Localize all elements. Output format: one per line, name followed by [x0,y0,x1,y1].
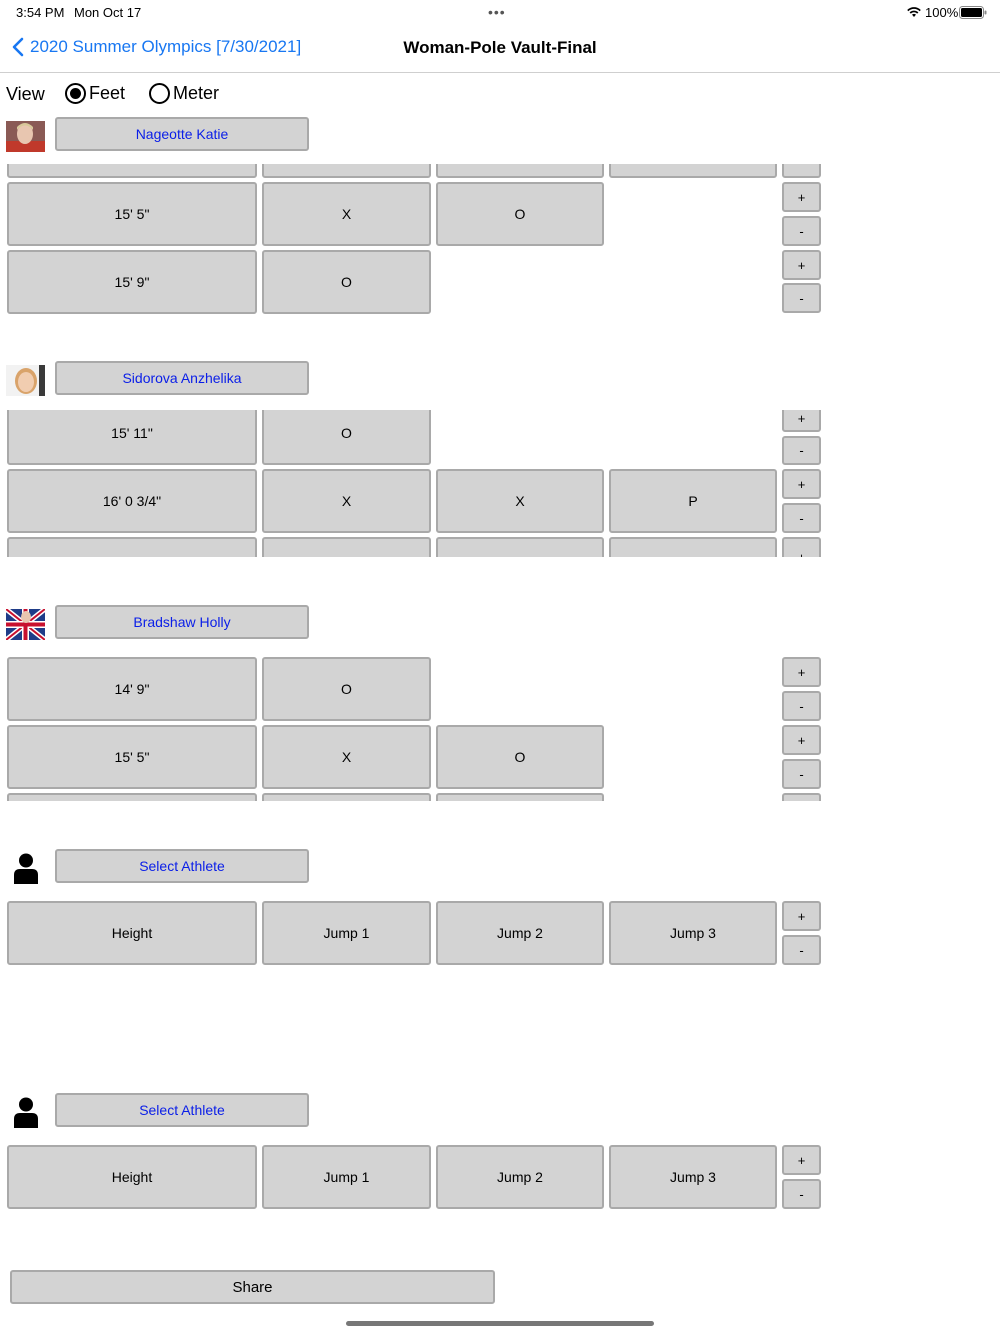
jump-cell[interactable] [436,793,604,801]
jump-1-cell[interactable]: X [262,725,431,789]
jump-1-header[interactable]: Jump 1 [262,1145,431,1209]
battery-percent: 100% [925,5,959,20]
plus-button[interactable]: + [782,182,821,212]
plus-button[interactable]: + [782,410,821,432]
height-cell[interactable] [7,537,257,557]
jump-2-cell[interactable]: X [436,469,604,533]
minus-button[interactable]: - [782,935,821,965]
jump-cell[interactable] [262,537,431,557]
jump-2-cell[interactable]: O [436,725,604,789]
status-time: 3:54 PM [16,5,65,20]
select-athlete-button[interactable]: Select Athlete [55,849,309,883]
minus-button[interactable] [782,164,821,178]
height-cell[interactable]: 14' 9" [7,657,257,721]
athlete-button-sidorova[interactable]: Sidorova Anzhelika [55,361,309,395]
minus-button[interactable]: - [782,436,821,465]
chevron-left-icon [12,37,24,57]
height-cell[interactable]: 15' 5" [7,182,257,246]
jump-2-header[interactable]: Jump 2 [436,1145,604,1209]
plus-button[interactable]: + [782,657,821,687]
attempts-list-sidorova[interactable]: 15' 11" O + - 16' 0 3/4" X X P + - + [0,410,830,557]
jump-1-cell[interactable]: O [262,657,431,721]
jump-2-cell[interactable]: O [436,182,604,246]
plus-button[interactable]: + [782,250,821,280]
height-header[interactable]: Height [7,901,257,965]
radio-feet[interactable]: Feet [65,83,125,104]
height-cell[interactable] [7,793,257,801]
athlete-button-bradshaw[interactable]: Bradshaw Holly [55,605,309,639]
jump-cell[interactable] [609,537,777,557]
attempts-list-bradshaw[interactable]: 14' 9" O + - 15' 5" X O + - [0,656,830,801]
jump-cell[interactable] [262,164,431,178]
plus-button[interactable]: + [782,537,821,557]
jump-3-cell[interactable]: P [609,469,777,533]
multitasking-dots-icon[interactable]: ••• [488,4,506,20]
status-date: Mon Oct 17 [74,5,142,20]
radio-feet-label: Feet [89,83,126,103]
minus-button[interactable]: - [782,503,821,533]
minus-button[interactable]: - [782,1179,821,1209]
plus-button[interactable]: + [782,901,821,931]
back-label: 2020 Summer Olympics [7/30/2021] [30,37,302,56]
minus-button[interactable]: - [782,283,821,313]
jump-1-cell[interactable]: X [262,182,431,246]
home-indicator[interactable] [346,1321,654,1326]
person-placeholder-icon [14,853,38,884]
height-cell[interactable]: 15' 5" [7,725,257,789]
jump-1-cell[interactable]: O [262,410,431,465]
minus-button[interactable]: - [782,759,821,789]
back-button[interactable]: 2020 Summer Olympics [7/30/2021] [12,37,301,57]
minus-button[interactable]: - [782,216,821,246]
jump-3-header[interactable]: Jump 3 [609,901,777,965]
plus-button[interactable]: + [782,469,821,499]
athlete-photo-nageotte [6,121,45,152]
height-cell[interactable]: 15' 11" [7,410,257,465]
minus-button[interactable]: - [782,691,821,721]
jump-cell[interactable] [436,537,604,557]
radio-meter-label: Meter [173,83,220,103]
radio-meter[interactable]: Meter [149,83,219,104]
attempts-list-nageotte[interactable]: 15' 5" X O + - 15' 9" O + - [0,164,830,314]
jump-cell[interactable] [262,793,431,801]
jump-2-header[interactable]: Jump 2 [436,901,604,965]
athlete-photo-sidorova [6,365,45,396]
jump-cell[interactable] [436,164,604,178]
athlete-button-nageotte[interactable]: Nageotte Katie [55,117,309,151]
person-placeholder-icon [14,1097,38,1128]
plus-button[interactable]: + [782,725,821,755]
share-button[interactable]: Share [10,1270,495,1304]
select-athlete-button[interactable]: Select Athlete [55,1093,309,1127]
radio-unselected-icon [149,83,170,104]
athlete-photo-bradshaw [6,609,45,640]
view-label: View [6,84,45,104]
jump-3-header[interactable]: Jump 3 [609,1145,777,1209]
radio-selected-icon [65,83,86,104]
height-header[interactable]: Height [7,1145,257,1209]
wifi-icon [907,7,921,17]
height-cell[interactable]: 15' 9" [7,250,257,314]
height-cell[interactable]: 16' 0 3/4" [7,469,257,533]
plus-button[interactable] [782,793,821,801]
jump-1-cell[interactable]: O [262,250,431,314]
jump-1-cell[interactable]: X [262,469,431,533]
nav-divider [0,72,1000,73]
battery-icon [959,6,987,19]
jump-1-header[interactable]: Jump 1 [262,901,431,965]
height-cell[interactable] [7,164,257,178]
jump-cell[interactable] [609,164,777,178]
plus-button[interactable]: + [782,1145,821,1175]
